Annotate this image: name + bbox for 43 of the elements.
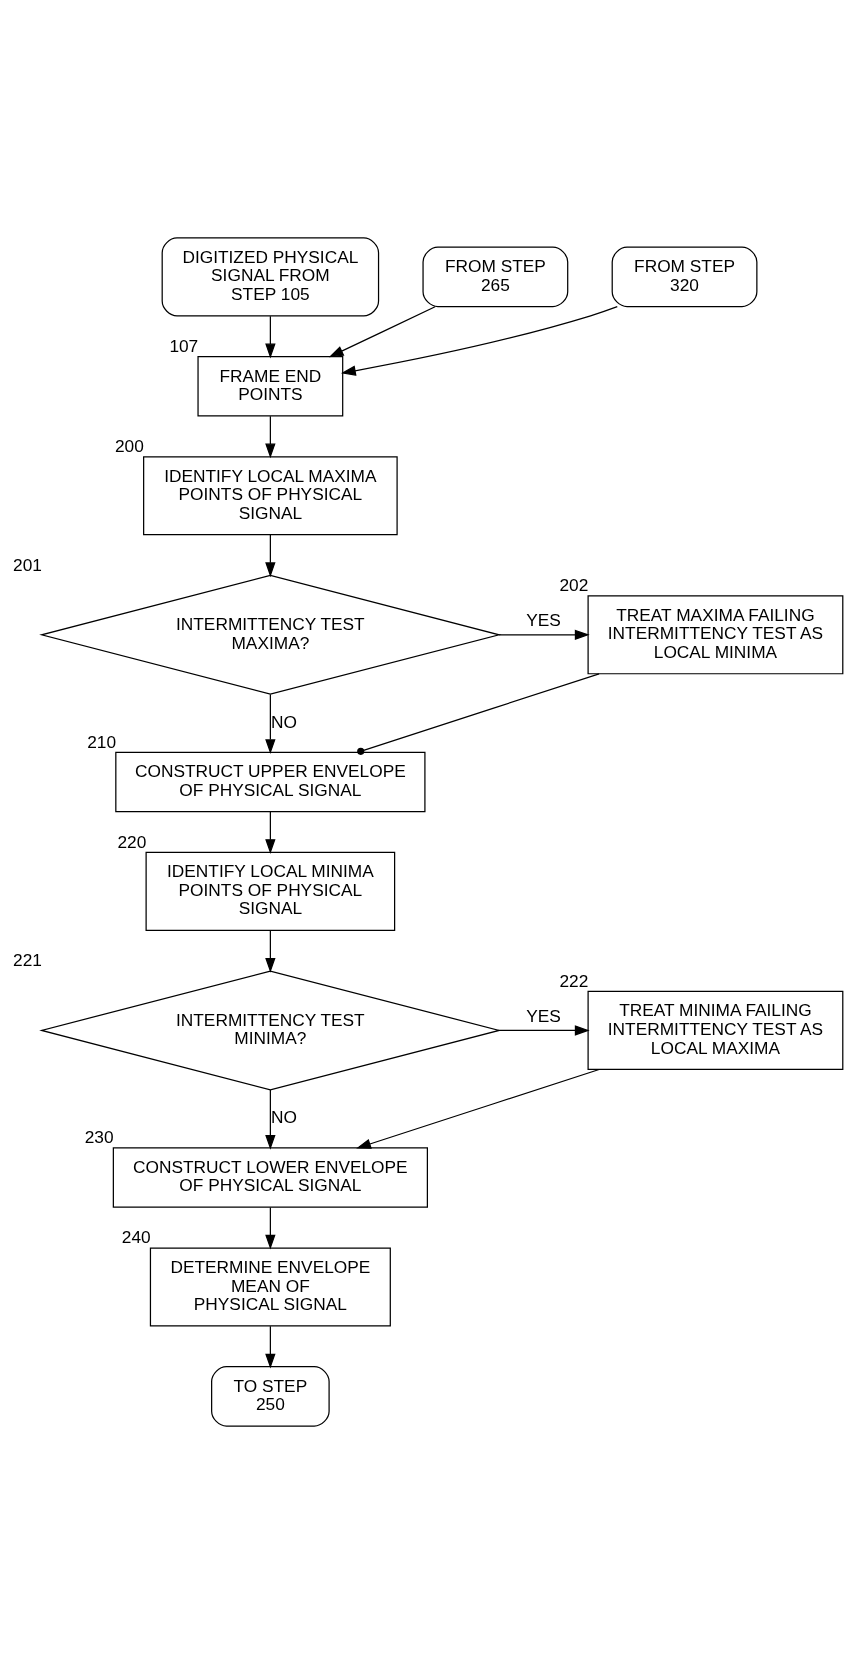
node-box: TREAT MINIMA FAILING INTERMITTENCY TEST AS LOCAL MAXIMA xyxy=(587,990,844,1070)
arrow xyxy=(265,693,276,755)
node-label: 107 xyxy=(169,335,199,356)
node-label: 221 xyxy=(13,950,42,971)
arrow xyxy=(265,811,276,854)
node-label: 220 xyxy=(117,831,147,852)
arrow xyxy=(265,1089,276,1150)
arrow xyxy=(265,930,276,973)
node-box: FRAME END POINTS xyxy=(197,356,344,417)
arrow xyxy=(498,1025,590,1036)
edge-label: NO xyxy=(270,1107,297,1128)
node-box: FROM STEP 265 xyxy=(422,246,569,308)
arrow xyxy=(265,1325,276,1369)
node-box: DETERMINE ENVELOPE MEAN OF PHYSICAL SIGNAL xyxy=(149,1247,391,1327)
node-box: TREAT MAXIMA FAILING INTERMITTENCY TEST AS LOCAL MINIMA xyxy=(587,595,844,675)
node-diamond: INTERMITTENCY TEST MINIMA? xyxy=(39,970,502,1091)
arrow xyxy=(340,306,618,376)
node-label: 201 xyxy=(13,554,42,575)
edge-label: NO xyxy=(270,711,297,732)
connector xyxy=(357,673,600,755)
node-label: 200 xyxy=(115,436,144,457)
node-diamond: INTERMITTENCY TEST MAXIMA? xyxy=(39,574,502,695)
arrow xyxy=(265,534,276,578)
arrow xyxy=(265,415,276,459)
node-box: DIGITIZED PHYSICAL SIGNAL FROM STEP 105 xyxy=(161,237,380,317)
node-box: IDENTIFY LOCAL MINIMA POINTS OF PHYSICAL SIGNAL xyxy=(145,851,396,931)
node-label: 202 xyxy=(559,575,589,596)
node-label: 240 xyxy=(121,1227,151,1248)
arrow xyxy=(356,1068,600,1149)
node-box: CONSTRUCT LOWER ENVELOPE OF PHYSICAL SIGNAL xyxy=(112,1147,428,1208)
node-box: CONSTRUCT UPPER ENVELOPE OF PHYSICAL SIGNAL xyxy=(115,751,426,813)
edge-label: YES xyxy=(526,610,561,631)
node-box: TO STEP 250 xyxy=(211,1366,330,1427)
arrow xyxy=(328,306,436,358)
arrow xyxy=(498,629,590,640)
edge-label: YES xyxy=(526,1006,561,1027)
node-box: IDENTIFY LOCAL MAXIMA POINTS OF PHYSICAL SIGNAL xyxy=(143,456,398,536)
node-label: 222 xyxy=(559,970,589,991)
node-label: 210 xyxy=(87,731,117,752)
node-label: 230 xyxy=(84,1127,114,1148)
arrow xyxy=(265,1206,276,1250)
arrow xyxy=(265,315,276,359)
node-box: FROM STEP 320 xyxy=(611,246,758,308)
